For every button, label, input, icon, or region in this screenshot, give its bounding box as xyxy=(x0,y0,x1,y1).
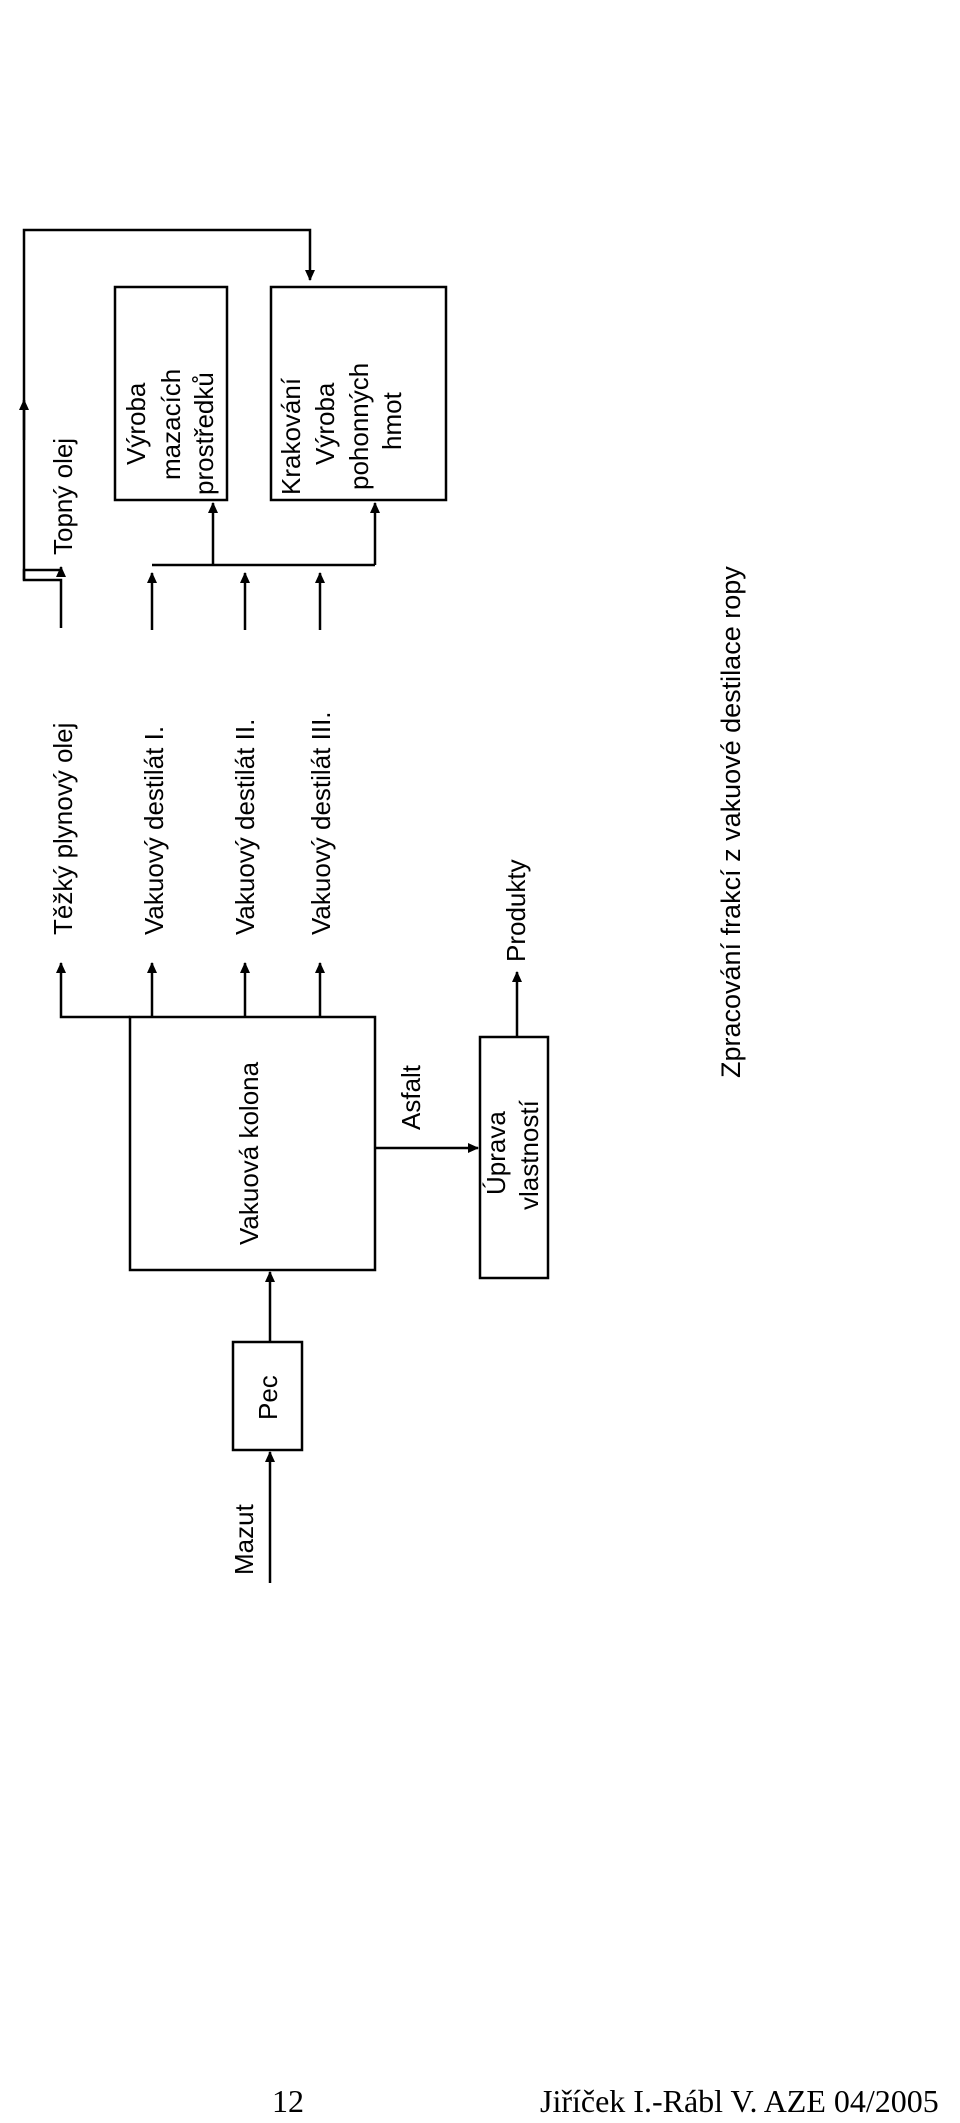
label-pec: Pec xyxy=(253,1375,283,1420)
label-produkty: Produkty xyxy=(501,859,531,962)
arrow-topny-olej xyxy=(22,566,66,628)
label-mazaci-1: Výroba xyxy=(121,382,151,465)
label-vakuova-kolona: Vakuová kolona xyxy=(234,1061,264,1245)
label-topny-olej: Topný olej xyxy=(48,438,78,555)
krakovani-box xyxy=(269,285,448,502)
label-tezky-plynovy-olej: Těžký plynový olej xyxy=(48,723,78,935)
label-krakovani-4: hmot xyxy=(377,391,407,450)
label-mazaci-2: mazacích xyxy=(156,369,186,480)
pec-box xyxy=(231,1340,304,1452)
vakuova-kolona-box xyxy=(128,1015,377,1272)
label-krakovani-1: Krakování xyxy=(276,377,306,495)
label-destilat-3: Vakuový destilát III. xyxy=(306,711,336,935)
vyroba-mazacich-box xyxy=(113,285,229,502)
uprava-vlastnosti-box xyxy=(478,1035,550,1280)
label-uprava-2: vlastností xyxy=(514,1099,544,1210)
label-destilat-2: Vakuový destilát II. xyxy=(230,719,260,935)
label-mazaci-3: prostředků xyxy=(189,372,219,495)
label-mazut: Mazut xyxy=(229,1503,259,1575)
label-destilat-1: Vakuový destilát I. xyxy=(139,726,169,935)
footer-authors: Jiříček I.-Rábl V. AZE 04/2005 xyxy=(540,2083,939,2119)
diagram-caption: Zpracování frakcí z vakuové destilace ro… xyxy=(716,566,746,1078)
arrow-tezky-plynovy-olej xyxy=(56,962,130,1019)
label-uprava-1: Úprava xyxy=(481,1111,511,1195)
label-asfalt: Asfalt xyxy=(396,1064,426,1130)
label-krakovani-2: Výroba xyxy=(310,382,340,465)
page-number: 12 xyxy=(272,2083,304,2119)
label-krakovani-3: pohonných xyxy=(344,363,374,490)
